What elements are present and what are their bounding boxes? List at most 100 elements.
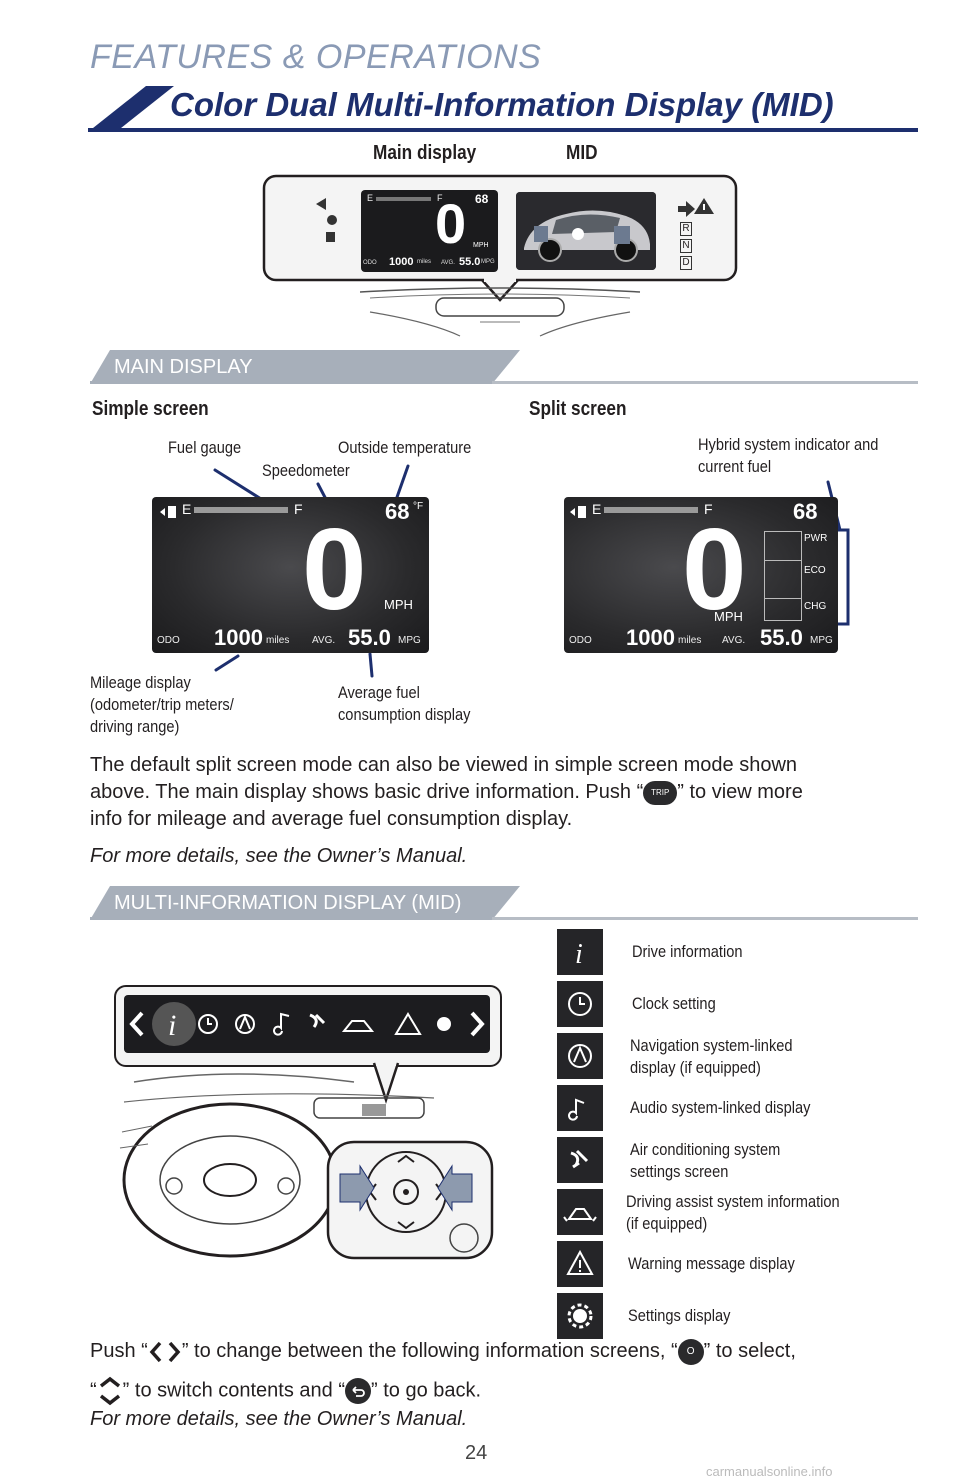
watermark: carmanualsonline.info [706, 1464, 833, 1479]
simple-odo-value: 1000 [214, 625, 263, 650]
avg-fuel-callout-line1: Average fuel [338, 683, 420, 702]
mid-item-label: Settings display [628, 1306, 731, 1325]
simple-avg-label: AVG. [312, 635, 336, 646]
simple-avg-value: 55.0 [348, 625, 391, 650]
split-fuel-e: E [592, 501, 602, 517]
mileage-callout-line1: Mileage display [90, 673, 191, 692]
simple-odo-label: ODO [157, 635, 180, 646]
split-fuel-bar [604, 507, 698, 513]
top-fuel-bar [376, 197, 431, 201]
push-instruction-line1: Push “” to change between the following … [90, 1338, 930, 1365]
music-note-icon [557, 1085, 603, 1131]
split-odo-label: ODO [569, 635, 592, 646]
svg-text:i: i [168, 1009, 176, 1042]
top-avg-value: 55.0 [459, 256, 481, 268]
gear-d: D [680, 256, 692, 270]
gear-selector-indicator: R N D [680, 222, 692, 270]
car-lanes-icon [557, 1189, 603, 1235]
mileage-callout-line2: (odometer/trip meters/ [90, 695, 234, 714]
top-right-indicators [678, 198, 714, 217]
main-display-note: For more details, see the Owner’s Manual… [90, 845, 468, 867]
split-odo-value: 1000 [626, 625, 675, 650]
split-speed-unit: MPH [714, 609, 743, 624]
mid-rule [490, 917, 918, 920]
gear-n: N [680, 239, 692, 253]
clock-icon [557, 981, 603, 1027]
mid-item-label: Driving assist system information [626, 1192, 840, 1211]
hybrid-indicator-callout-line2: current fuel [698, 457, 772, 476]
split-avg-value: 55.0 [760, 625, 803, 650]
section-title: FEATURES & OPERATIONS [90, 38, 542, 76]
gear-icon [557, 1293, 603, 1339]
mid-item-label: Warning message display [628, 1254, 795, 1273]
simple-fuel-f: F [294, 501, 303, 517]
simple-fuel-e: E [182, 501, 192, 517]
gear-r: R [680, 222, 692, 236]
fan-icon [557, 1137, 603, 1183]
mid-item-label-line2: (if equipped) [626, 1214, 708, 1233]
paragraph-line2a: above. The main display shows basic driv… [90, 781, 644, 803]
simple-odo-unit: miles [266, 635, 290, 646]
instrument-panel-illustration [262, 174, 738, 337]
back-button-icon [345, 1378, 371, 1404]
push2-b: ” to switch contents and “ [122, 1379, 345, 1402]
main-display-tab-base [90, 381, 492, 384]
trip-button-icon: TRIP [643, 780, 678, 805]
top-fuel-f: F [437, 193, 443, 203]
fuel-pump-icon [570, 506, 586, 518]
top-temp: 68 [475, 192, 489, 206]
paragraph-line2b: ” to view more [677, 781, 803, 803]
top-odo-value: 1000 [389, 256, 414, 268]
split-screen-heading: Split screen [529, 398, 627, 420]
top-odo-label: ODO [363, 260, 377, 266]
top-fuel-e: E [367, 193, 374, 203]
mid-item-label: Drive information [632, 942, 743, 961]
outside-temperature-callout: Outside temperature [338, 438, 472, 457]
mid-label: MID [566, 142, 598, 164]
push2-c: ” to go back. [371, 1379, 482, 1402]
split-avg-unit: MPG [810, 635, 833, 646]
main-display-tab: MAIN DISPLAY [90, 350, 520, 384]
push1-b: ” to change between the following inform… [181, 1340, 678, 1362]
mid-item-label: Audio system-linked display [630, 1098, 811, 1117]
simple-screen-heading: Simple screen [92, 398, 209, 420]
title-banner-accent [88, 86, 174, 132]
page-number: 24 [465, 1442, 488, 1464]
simple-speed-value: 0 [302, 504, 367, 634]
hybrid-car-image [516, 192, 656, 270]
simple-avg-unit: MPG [398, 635, 421, 646]
ok-button-icon: O [677, 1338, 704, 1365]
push-instruction-line2: “ ” to switch contents and “ ” to go back. [90, 1376, 481, 1406]
split-temp-value: 68 [793, 499, 818, 524]
main-display-label: Main display [373, 142, 477, 164]
mileage-callout-line3: driving range) [90, 717, 180, 736]
main-display-rule [490, 381, 918, 384]
split-screen-display: E F 68 0 MPH PWR ECO CHG ODO 1000 miles … [564, 497, 838, 653]
info-icon: i [557, 929, 603, 975]
push2-a: “ [90, 1379, 97, 1402]
mid-item-label: Air conditioning system [630, 1140, 781, 1159]
svg-text:i: i [575, 939, 583, 970]
mid-tab-base [90, 917, 492, 920]
top-avg-label: AVG. [441, 260, 455, 266]
title-underline [88, 128, 918, 132]
avg-fuel-callout-line2: consumption display [338, 705, 471, 724]
mid-item-label: Navigation system-linked [630, 1036, 793, 1055]
mid-item-label: Clock setting [632, 994, 716, 1013]
mid-note: For more details, see the Owner’s Manual… [90, 1408, 468, 1430]
hybrid-pwr-label: PWR [804, 533, 828, 544]
hybrid-system-indicator [764, 531, 802, 621]
fuel-pump-icon [160, 506, 176, 518]
warning-icon [557, 1241, 603, 1287]
top-main-screen: E F 68 0 MPH ODO 1000 miles AVG. 55.0 MP… [361, 190, 498, 272]
mid-menu-icons: i [129, 1002, 485, 1046]
top-speed-unit: MPH [473, 242, 489, 249]
paragraph-line2: above. The main display shows basic driv… [90, 779, 920, 806]
steering-wheel-illustration [119, 1062, 494, 1260]
paragraph-line3: info for mileage and average fuel consum… [90, 808, 573, 830]
top-mid-screen [516, 192, 656, 270]
top-odo-unit: miles [417, 259, 432, 265]
hybrid-eco-label: ECO [804, 565, 826, 576]
mid-tab: MULTI-INFORMATION DISPLAY (MID) [90, 886, 520, 920]
simple-speed-unit: MPH [384, 597, 413, 612]
